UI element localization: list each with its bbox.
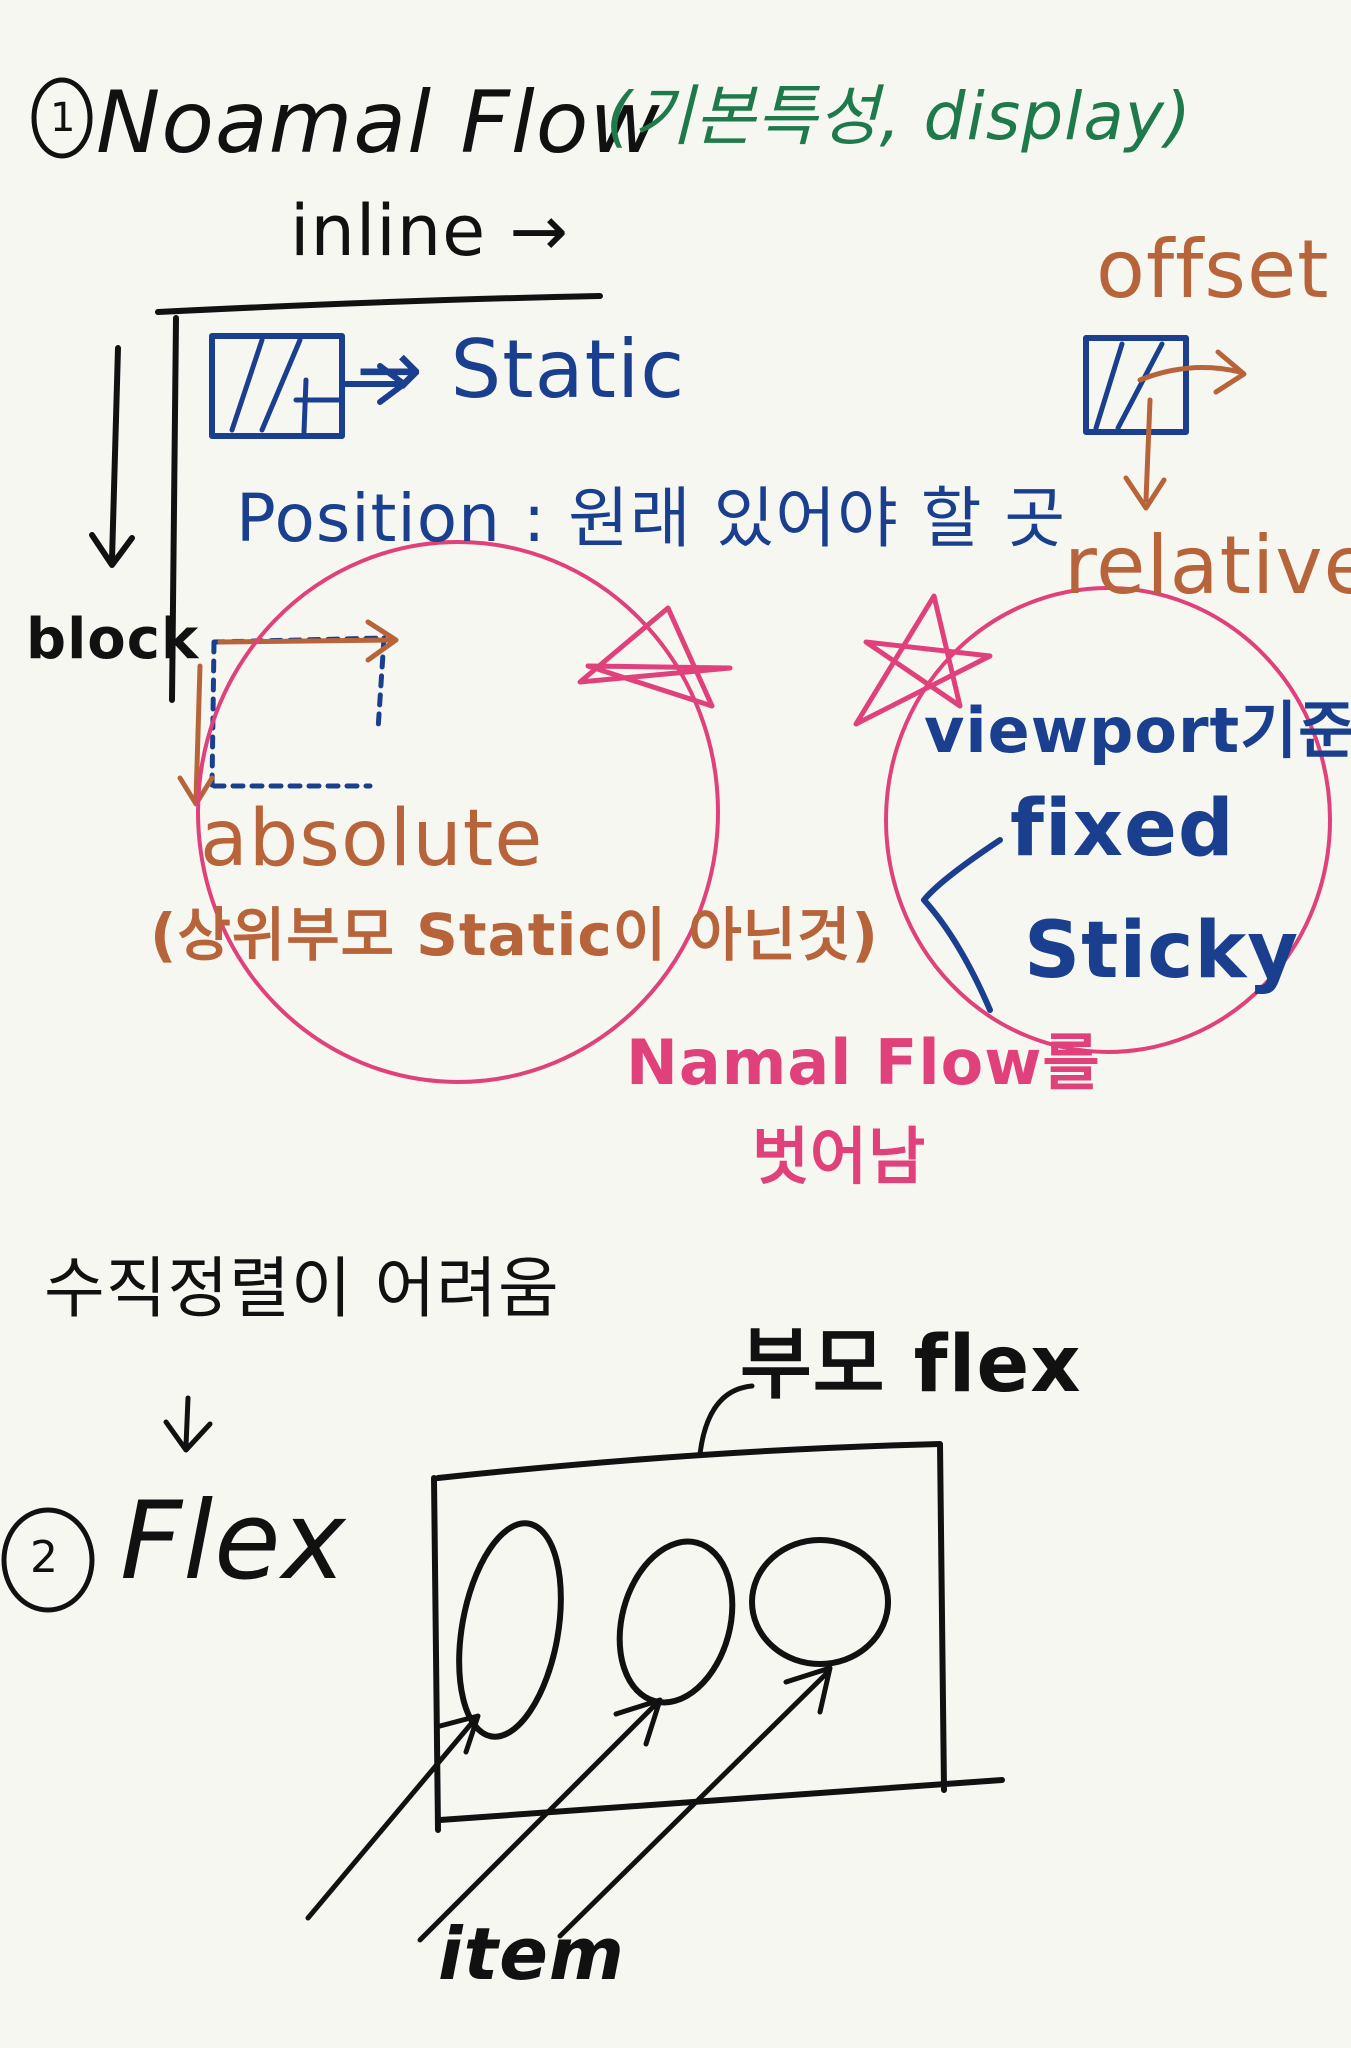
- note-down-arrow: [163, 1395, 213, 1453]
- offset-arrow: [1137, 349, 1247, 395]
- section1-title: Noamal Flow: [96, 73, 661, 173]
- item-arrow-2: [417, 1697, 663, 1943]
- static-box-shape: [209, 333, 407, 439]
- position-label: Position : 원래 있어야 할 곳: [236, 480, 1067, 557]
- star-icon-left: [577, 605, 733, 709]
- flex-parent-label: 부모 flex: [740, 1320, 1082, 1410]
- circle-number-1: [31, 77, 93, 159]
- offset-down-arrow: [1123, 397, 1167, 511]
- item-label: item: [438, 1912, 625, 1996]
- escape-line2: 벗어남: [752, 1120, 927, 1193]
- block-axis-line: [169, 315, 179, 703]
- section1-subtitle: (기본특성, display): [606, 78, 1192, 155]
- viewport-circle: [884, 586, 1332, 1054]
- section2-number: 2: [30, 1532, 59, 1583]
- inline-axis-line: [155, 293, 603, 315]
- absolute-right-arrow: [217, 619, 399, 663]
- sticky-label: Sticky: [1024, 906, 1300, 996]
- relative-label: relative: [1064, 519, 1351, 612]
- item-arrow-3: [557, 1665, 833, 1939]
- flex-parent-leader: [697, 1383, 755, 1457]
- fixed-label: fixed: [1010, 784, 1235, 874]
- viewport-label: viewport기준: [924, 694, 1351, 767]
- flex-container-shape: [431, 1441, 1005, 1833]
- escape-line1: Namal Flow를: [626, 1026, 1101, 1099]
- flex-item-1: [456, 1520, 564, 1740]
- viewport-brace: [921, 837, 1003, 1013]
- absolute-box-shape: [177, 619, 399, 807]
- absolute-circle: [196, 540, 720, 1084]
- section1-number: 1: [50, 95, 77, 141]
- absolute-label: absolute: [200, 794, 544, 884]
- circle-number-2: [1, 1507, 95, 1613]
- star-icon-right: [853, 593, 993, 727]
- offset-label: offset: [1096, 223, 1330, 316]
- block-label: block: [26, 607, 200, 672]
- section2-title: Flex: [120, 1479, 347, 1604]
- absolute-note: (상위부모 Static이 아닌것): [150, 901, 879, 969]
- flex-item-3: [749, 1537, 891, 1667]
- block-arrow: [89, 345, 135, 568]
- inline-label: inline →: [290, 190, 570, 272]
- item-arrow-1: [305, 1713, 481, 1921]
- flex-item-2: [616, 1538, 736, 1706]
- static-label: → Static: [356, 323, 686, 416]
- absolute-down-arrow: [177, 663, 215, 807]
- flex-note: 수직정렬이 어려움: [44, 1250, 560, 1327]
- relative-box-shape: [1083, 335, 1247, 511]
